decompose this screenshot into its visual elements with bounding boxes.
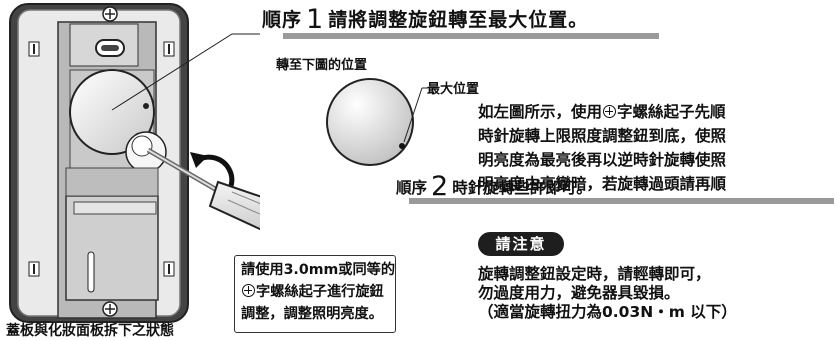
notice-line: 旋轉調整鈕設定時，請輕轉即可， bbox=[478, 265, 711, 283]
device-caption: 蓋板與化妝面板拆下之狀態 bbox=[6, 323, 174, 339]
instruction-line: 明亮度為最亮後再以逆時針旋轉使照 bbox=[478, 151, 727, 169]
step1-text: 請將調整旋鈕轉至最大位置。 bbox=[328, 9, 589, 31]
tip-line: 調整，調整照明亮度。 bbox=[241, 306, 383, 322]
tip-line: 請使用3.0mm或同等的 bbox=[241, 262, 396, 278]
tip-line: 字螺絲起子進行旋鈕 bbox=[241, 281, 389, 303]
max-position-dial bbox=[326, 78, 428, 166]
switch-device-illustration bbox=[9, 3, 260, 323]
notice-line: （適當旋轉扭力為0.03N・m 以下） bbox=[478, 303, 737, 321]
plus-screwdriver-icon bbox=[603, 105, 617, 118]
max-position-label: 最大位置 bbox=[427, 82, 480, 97]
screwdriver-handle bbox=[208, 180, 260, 231]
callout-line bbox=[111, 33, 260, 111]
instruction-line: 時針旋轉上限照度調整鈕到底，使照 bbox=[478, 127, 727, 145]
step2-rule bbox=[409, 198, 834, 204]
step1-rule bbox=[283, 33, 659, 39]
dial-indicator-dot bbox=[399, 143, 405, 149]
screwdriver-tip-box: 請使用3.0mm或同等的 字螺絲起子進行旋鈕 調整，調整照明亮度。 bbox=[234, 255, 396, 333]
step1-prefix: 順序 bbox=[262, 9, 303, 31]
instruction-text: 如左圖所示，使用字螺絲起子先順 時針旋轉上限照度調整鈕到底，使照 明亮度為最亮後… bbox=[478, 100, 837, 196]
notice-text: 旋轉調整鈕設定時，請輕轉即可， 勿過度用力，避免器具毀損。 （適當旋轉扭力為0.… bbox=[478, 265, 737, 322]
notice-line: 勿過度用力，避免器具毀損。 bbox=[478, 284, 680, 302]
step2-number: 2 bbox=[431, 171, 449, 202]
big-sensor-knob bbox=[69, 69, 155, 155]
instruction-line: 明亮度由亮變暗，若旋轉過頭請再順 bbox=[478, 175, 727, 193]
step1-number: 1 bbox=[306, 4, 325, 35]
plus-screwdriver-icon bbox=[242, 284, 255, 297]
instruction-line: 如左圖所示，使用字螺絲起子先順 bbox=[478, 103, 726, 121]
step2-text: 時針旋轉些許即可。 bbox=[452, 179, 592, 197]
notice-badge: 請注意 bbox=[478, 232, 564, 256]
step2-prefix: 順序 bbox=[396, 179, 428, 197]
rotate-to-label: 轉至下圖的位置 bbox=[276, 58, 368, 73]
